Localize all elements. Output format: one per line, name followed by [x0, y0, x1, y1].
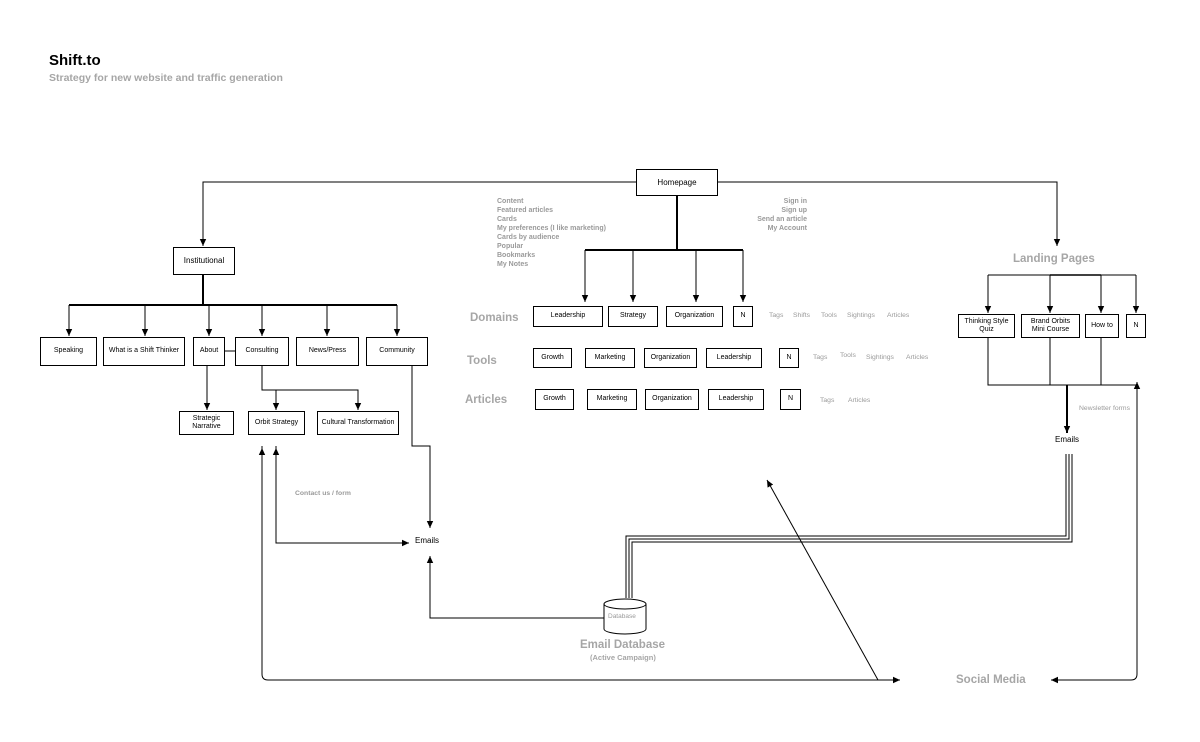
- active-campaign-label: (Active Campaign): [590, 653, 656, 662]
- tool-tag[interactable]: Articles: [906, 354, 929, 361]
- domain-box[interactable]: Strategy: [608, 306, 658, 327]
- content-item: Featured articles: [497, 207, 554, 214]
- article-tag[interactable]: Articles: [848, 397, 871, 404]
- strategic-narrative-node[interactable]: Strategic Narrative: [179, 411, 234, 435]
- domains-row-label: Domains: [470, 312, 519, 324]
- social-media-label: Social Media: [956, 674, 1026, 686]
- article-box[interactable]: Marketing: [587, 389, 637, 410]
- page-title: Shift.to: [49, 52, 101, 69]
- speaking-node[interactable]: Speaking: [40, 337, 97, 366]
- account-item: Sign in: [783, 198, 807, 205]
- tool-box[interactable]: Organization: [644, 348, 697, 368]
- orbit-strategy-node[interactable]: Orbit Strategy: [248, 411, 305, 435]
- content-item: Cards: [497, 216, 517, 223]
- content-item: Bookmarks: [497, 252, 536, 259]
- article-tag[interactable]: Tags: [820, 397, 835, 404]
- cultural-transformation-node[interactable]: Cultural Transformation: [317, 411, 399, 435]
- article-box[interactable]: Growth: [535, 389, 574, 410]
- landing-pages-label: Landing Pages: [1013, 253, 1095, 265]
- domain-box[interactable]: N: [733, 306, 753, 327]
- domain-box[interactable]: Leadership: [533, 306, 603, 327]
- landing-quiz-node[interactable]: Thinking Style Quiz: [958, 314, 1015, 338]
- about-node[interactable]: About: [193, 337, 225, 366]
- domain-tag[interactable]: Articles: [887, 312, 910, 319]
- domain-tag[interactable]: Tags: [769, 312, 784, 319]
- content-item: Popular: [497, 243, 524, 250]
- homepage-content-list: Content Featured articles Cards My prefe…: [497, 197, 606, 269]
- community-node[interactable]: Community: [366, 337, 428, 366]
- institutional-node[interactable]: Institutional: [173, 247, 235, 275]
- account-item: Sign up: [781, 207, 807, 214]
- emails-center-label: Emails: [415, 536, 440, 545]
- account-item: My Account: [767, 225, 807, 232]
- email-database-label: Email Database: [580, 639, 666, 651]
- tool-tag[interactable]: Sightings: [866, 354, 894, 361]
- tool-box[interactable]: Leadership: [706, 348, 762, 368]
- article-box[interactable]: N: [780, 389, 801, 410]
- contact-form-label: Contact us / form: [295, 490, 351, 497]
- landing-n-node[interactable]: N: [1126, 314, 1146, 338]
- tool-tag[interactable]: Tools: [840, 352, 856, 359]
- domain-tag[interactable]: Tools: [821, 312, 837, 319]
- page-subtitle: Strategy for new website and traffic gen…: [49, 72, 283, 84]
- shift-thinker-node[interactable]: What is a Shift Thinker: [103, 337, 185, 366]
- newsletter-forms-label: Newsletter forms: [1079, 405, 1130, 412]
- news-press-node[interactable]: News/Press: [296, 337, 359, 366]
- consulting-node[interactable]: Consulting: [235, 337, 289, 366]
- tool-box[interactable]: N: [779, 348, 799, 368]
- content-item: My Notes: [497, 261, 529, 268]
- article-box[interactable]: Leadership: [708, 389, 764, 410]
- domain-tag[interactable]: Shifts: [793, 312, 810, 319]
- tools-row-label: Tools: [467, 355, 497, 367]
- domain-tag[interactable]: Sightings: [847, 312, 875, 319]
- homepage-account-list: Sign in Sign up Send an article My Accou…: [757, 197, 807, 233]
- homepage-node[interactable]: Homepage: [636, 169, 718, 196]
- articles-row-label: Articles: [465, 394, 508, 406]
- landing-course-node[interactable]: Brand Orbits Mini Course: [1021, 314, 1080, 338]
- article-box[interactable]: Organization: [645, 389, 699, 410]
- account-item: Send an article: [757, 216, 807, 223]
- database-cylinder: [603, 598, 647, 635]
- landing-howto-node[interactable]: How to: [1085, 314, 1119, 338]
- emails-right-label: Emails: [1055, 435, 1080, 444]
- domain-box[interactable]: Organization: [666, 306, 723, 327]
- content-item: My preferences (I like marketing): [497, 225, 606, 232]
- database-cylinder-label: Database: [608, 613, 636, 620]
- tool-box[interactable]: Growth: [533, 348, 572, 368]
- tool-box[interactable]: Marketing: [585, 348, 635, 368]
- content-item: Content: [497, 198, 524, 205]
- content-item: Cards by audience: [497, 234, 560, 241]
- tool-tag[interactable]: Tags: [813, 354, 828, 361]
